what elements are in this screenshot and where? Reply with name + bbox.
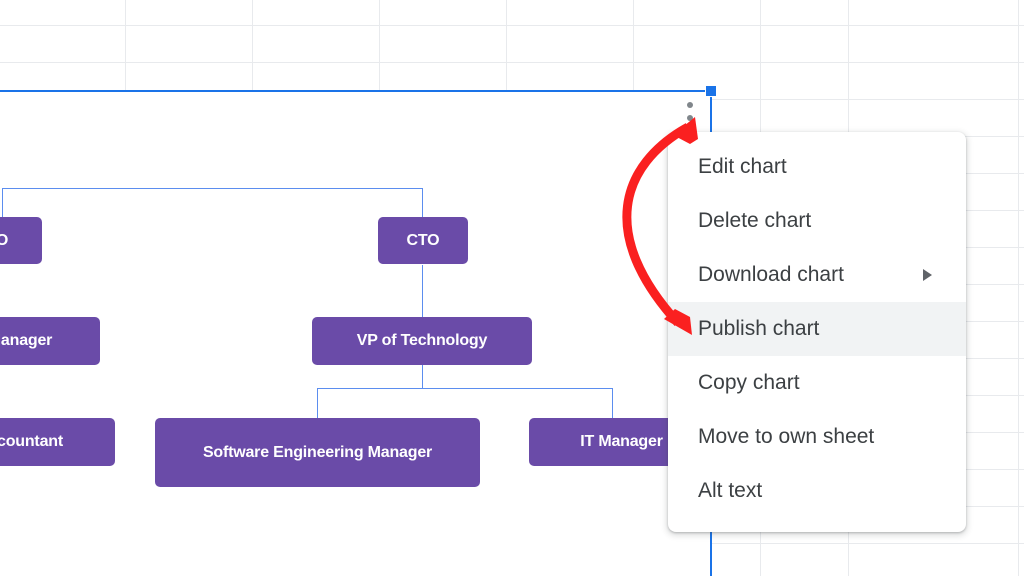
connector <box>422 265 423 342</box>
org-node-label: O <box>0 231 9 249</box>
menu-item-alt-text[interactable]: Alt text <box>668 464 966 518</box>
org-node-vp-technology[interactable]: VP of Technology <box>312 317 532 365</box>
menu-item-download-chart[interactable]: Download chart <box>668 248 966 302</box>
org-node-label: Manager <box>0 332 53 349</box>
menu-item-edit-chart[interactable]: Edit chart <box>668 140 966 194</box>
menu-item-copy-chart[interactable]: Copy chart <box>668 356 966 410</box>
org-node-label: IT Manager <box>580 433 663 450</box>
org-node-accountant[interactable]: countant <box>0 418 115 466</box>
org-node-cto[interactable]: CTO <box>378 217 468 264</box>
resize-handle-top-right[interactable] <box>705 85 717 97</box>
org-node-label: VP of Technology <box>356 332 488 349</box>
menu-item-label: Delete chart <box>698 209 812 232</box>
dot <box>687 102 693 108</box>
connector <box>317 388 318 418</box>
menu-item-label: Publish chart <box>698 317 820 340</box>
connector <box>2 188 3 230</box>
connector <box>317 388 612 389</box>
chart-object[interactable]: O CTO Manager VP of Technology countant … <box>0 85 717 576</box>
menu-item-label: Alt text <box>698 479 763 502</box>
menu-item-publish-chart[interactable]: Publish chart <box>668 302 966 356</box>
menu-item-label: Move to own sheet <box>698 425 875 448</box>
org-chart-canvas: O CTO Manager VP of Technology countant … <box>0 92 710 576</box>
connector <box>612 388 613 418</box>
chart-context-menu[interactable]: Edit chart Delete chart Download chart P… <box>668 132 966 532</box>
org-node-label: countant <box>0 433 63 450</box>
menu-item-move-to-own-sheet[interactable]: Move to own sheet <box>668 410 966 464</box>
connector <box>422 358 423 388</box>
menu-item-label: Copy chart <box>698 371 800 394</box>
connector <box>422 188 423 230</box>
menu-item-label: Edit chart <box>698 155 787 178</box>
org-node-ceo[interactable]: O <box>0 217 42 264</box>
org-node-label: CTO <box>406 231 440 249</box>
three-dots-vertical-icon[interactable] <box>682 100 698 136</box>
connector <box>2 188 422 189</box>
org-node-label: Software Engineering Manager <box>202 443 433 461</box>
chevron-right-icon <box>923 269 932 281</box>
menu-item-delete-chart[interactable]: Delete chart <box>668 194 966 248</box>
menu-item-label: Download chart <box>698 263 844 286</box>
org-node-software-engineering-manager[interactable]: Software Engineering Manager <box>155 418 480 487</box>
org-node-manager[interactable]: Manager <box>0 317 100 365</box>
dot <box>687 115 693 121</box>
